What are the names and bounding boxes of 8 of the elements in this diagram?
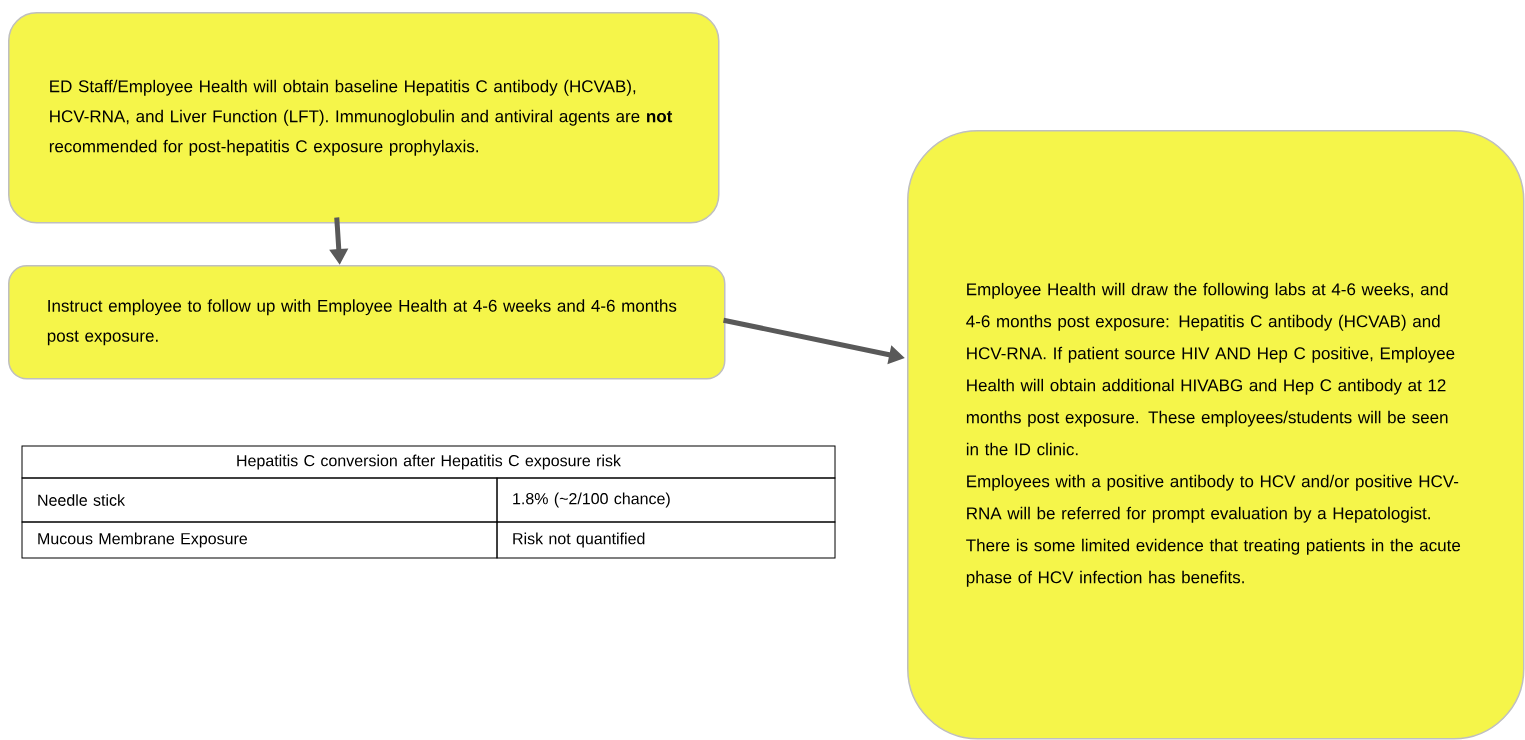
table-cell: Hepatitis C conversion after Hepatitis C exposure risk xyxy=(21,445,836,479)
process-box: ED Staff/Employee Health will obtain baseline Hepatitis C antibody (HCVAB), HCV-RNA, and Liver Function (LFT). Immunoglobulin and antiviral agents are not recommended for post-hepatitis C exposure prophylaxis. xyxy=(8,12,720,224)
table-cell: Needle stick xyxy=(21,477,498,523)
table-cell: Mucous Membrane Exposure xyxy=(21,521,498,559)
process-box: Instruct employee to follow up with Employee Health at 4-6 weeks and 4-6 months post exposure. xyxy=(8,265,726,380)
table-cell: 1.8% (~2/100 chance) xyxy=(496,477,836,523)
table-cell: Risk not quantified xyxy=(496,521,836,559)
process-box: Employee Health will draw the following labs at 4-6 weeks, and 4-6 months post exposure: Hepatitis C antibody (HCVAB) and HCV-RNA. If patient source HIV AND Hep C positive, Employee Health will obtain additional HIVABG and Hep C antibody at 12 months post exposure. These employees/students will be seen in the ID clinic. Employees with a positive antibody to HCV and/or positive HCV-RNA will be referred for prompt evaluation by a Hepatologist. There is some limited evidence that treating patients in the acute phase of HCV infection has benefits. xyxy=(907,130,1525,740)
